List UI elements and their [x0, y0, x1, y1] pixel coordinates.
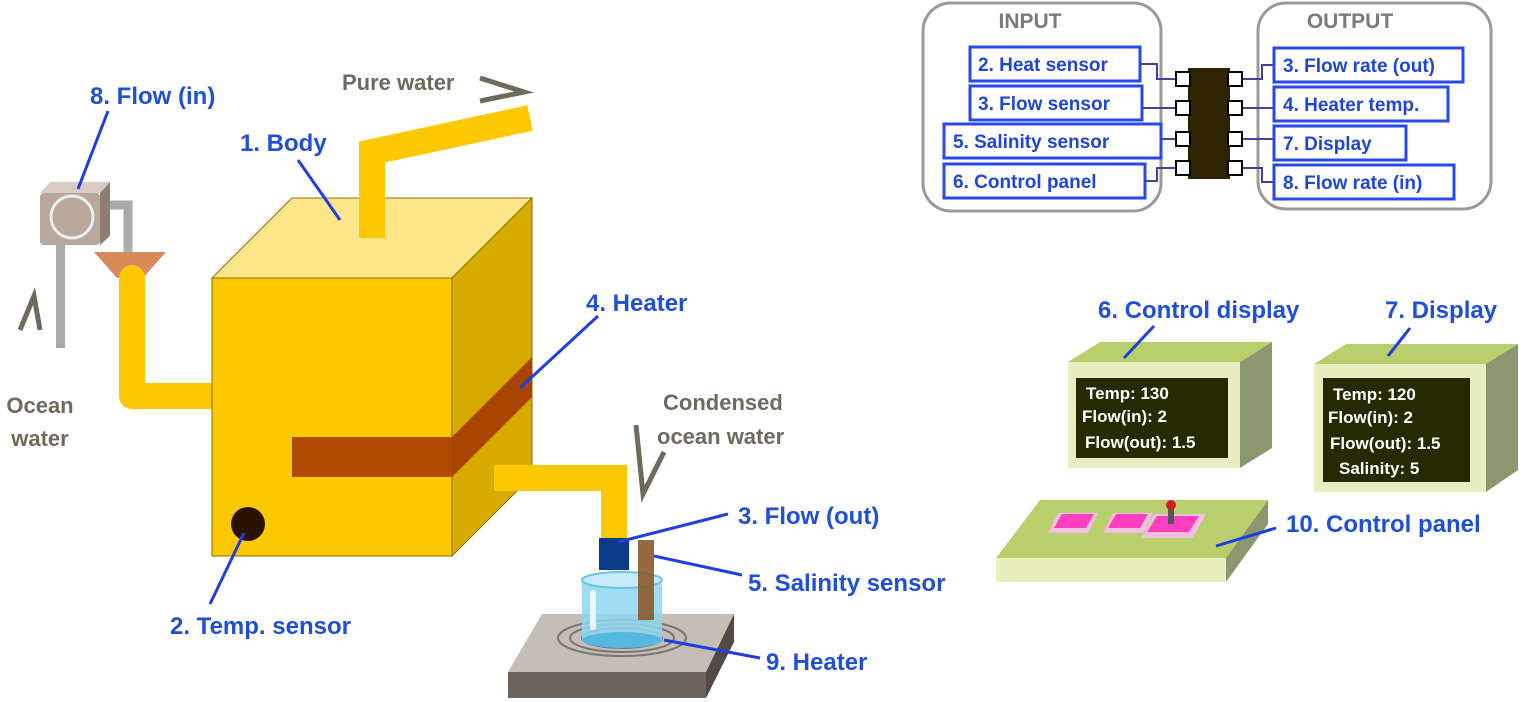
device-leader-lines [1122, 324, 1412, 548]
output-heater-temp: 4. Heater temp. [1283, 95, 1419, 116]
input-title: INPUT [999, 10, 1062, 33]
output-flow-rate-in: 8. Flow rate (in) [1283, 173, 1422, 194]
input-flow-sensor: 3. Flow sensor [978, 94, 1111, 115]
display-temp: Temp: 120 [1333, 385, 1416, 404]
heater-label: 4. Heater [586, 290, 687, 317]
display-flow-in: Flow(in): 2 [1328, 408, 1413, 427]
input-salinity-sensor: 5. Salinity sensor [953, 132, 1110, 153]
microcontroller-chip [1175, 68, 1243, 179]
control-display-label: 6. Control display [1098, 297, 1300, 324]
body-tank [210, 196, 534, 558]
control-panel-unit [996, 500, 1268, 582]
heater-band [292, 357, 532, 477]
leader-lines [76, 110, 761, 660]
input-heat-sensor: 2. Heat sensor [978, 55, 1108, 76]
condensed-label-line1: Condensed [663, 390, 783, 415]
inlet-pipe [119, 265, 235, 409]
pure-water-arrow [479, 75, 534, 104]
condensed-water-pipe [494, 465, 627, 545]
input-boxes [942, 45, 1163, 200]
display-salinity: Salinity: 5 [1339, 459, 1419, 478]
body-label: 1. Body [240, 130, 327, 157]
display-unit [1314, 344, 1518, 492]
output-boxes [1272, 46, 1465, 201]
temp-sensor [231, 507, 265, 541]
chip-wires [1140, 63, 1274, 183]
input-control-panel: 6. Control panel [953, 172, 1097, 193]
flow-out-label: 3. Flow (out) [738, 503, 879, 530]
display-flow-out: Flow(out): 1.5 [1330, 434, 1440, 453]
condensed-water-arrow [633, 424, 667, 503]
flow-in-label: 8. Flow (in) [90, 83, 215, 110]
salinity-sensor-label: 5. Salinity sensor [748, 570, 945, 597]
intake-funnel [94, 252, 166, 278]
output-display: 7. Display [1283, 134, 1372, 155]
ocean-water-label-line1: Ocean [6, 393, 73, 418]
control-display-temp: Temp: 130 [1086, 384, 1169, 403]
display-label: 7. Display [1385, 297, 1498, 324]
output-title: OUTPUT [1307, 10, 1394, 33]
condensed-label-line2: ocean water [657, 424, 785, 449]
temp-sensor-label: 2. Temp. sensor [170, 613, 351, 640]
pure-water-label: Pure water [342, 70, 455, 95]
control-display-flow-out: Flow(out): 1.5 [1085, 433, 1195, 452]
ocean-water-arrow [17, 287, 43, 331]
output-group [1256, 1, 1493, 211]
flow-out-sensor [599, 538, 629, 570]
ocean-water-label-line2: water [10, 426, 69, 451]
control-display-flow-in: Flow(in): 2 [1082, 407, 1167, 426]
flow-in-meter [40, 182, 110, 245]
heater-bottom-label: 9. Heater [766, 649, 867, 676]
output-flow-rate-out: 3. Flow rate (out) [1283, 56, 1435, 77]
control-display-unit [1068, 342, 1272, 468]
pure-water-pipe [359, 105, 533, 238]
salinity-probe [638, 540, 654, 620]
control-panel-label: 10. Control panel [1286, 511, 1481, 538]
